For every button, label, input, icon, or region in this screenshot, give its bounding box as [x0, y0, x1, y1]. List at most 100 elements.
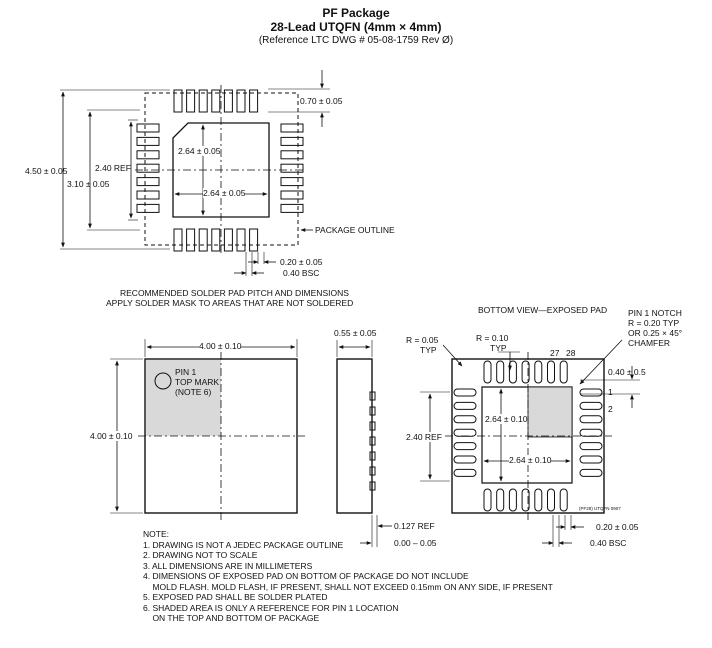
bv-r-pad-2: TYP	[490, 343, 507, 353]
tv-dim-width: 4.00 ± 0.10	[199, 341, 242, 351]
bv-pin-27: 27	[550, 348, 560, 358]
bv-notch-1: PIN 1 NOTCH	[628, 308, 682, 318]
bv-dim-pitch: 0.40 BSC	[590, 538, 627, 548]
solder-pad	[280, 150, 304, 160]
bottom-pad	[483, 360, 492, 384]
solder-pad	[280, 203, 304, 213]
note-item: 6. SHADED AREA IS ONLY A REFERENCE FOR P…	[143, 602, 399, 613]
fp-caption-line2: APPLY SOLDER MASK TO AREAS THAT ARE NOT …	[106, 298, 354, 308]
bv-notch-3: OR 0.25 × 45°	[628, 328, 683, 338]
solder-pad	[198, 89, 208, 113]
bottom-pad	[453, 428, 477, 437]
note-item: 2. DRAWING NOT TO SCALE	[143, 550, 258, 560]
page-title: PF Package	[322, 6, 390, 20]
side-terminals	[369, 391, 376, 491]
page-subtitle: 28-Lead UTQFN (4mm × 4mm)	[270, 20, 442, 34]
solder-pad	[236, 228, 246, 252]
pad-row-top	[173, 89, 259, 113]
bottom-pad	[521, 488, 530, 512]
bottom-pad-row-right	[579, 388, 603, 477]
footprint-view	[60, 70, 330, 276]
bottom-pad	[579, 428, 603, 437]
side-view	[336, 340, 392, 547]
bottom-pad	[547, 360, 555, 384]
fp-dim-pad-center-v: 2.64 ± 0.05	[178, 146, 221, 156]
fp-dim-pad-length: 0.70 ± 0.05	[300, 96, 343, 106]
solder-pad	[136, 190, 160, 200]
notes-heading: NOTE:	[143, 529, 169, 539]
solder-pad	[136, 203, 160, 213]
bottom-pad	[483, 488, 492, 512]
solder-pad	[280, 136, 304, 146]
bottom-pad	[547, 488, 555, 512]
solder-pad	[223, 89, 233, 113]
bottom-pad	[453, 442, 477, 451]
bottom-pad	[579, 415, 603, 424]
solder-pad	[280, 163, 304, 173]
bottom-pad	[453, 455, 477, 464]
tv-pin1-label-3: (NOTE 6)	[175, 387, 212, 397]
tv-pin1-label-1: PIN 1	[175, 367, 197, 377]
bv-notch-2: R = 0.20 TYP	[628, 318, 680, 328]
fp-dim-ref: 2.40 REF	[95, 163, 131, 173]
tv-dim-height: 4.00 ± 0.10	[90, 431, 133, 441]
pad-row-bottom	[173, 228, 259, 252]
bottom-pad	[579, 388, 603, 397]
bv-pin-1: 1	[608, 387, 613, 397]
solder-pad	[211, 89, 221, 113]
bottom-pad	[579, 401, 603, 410]
fp-dim-pad-width: 0.20 ± 0.05	[280, 257, 323, 267]
bottom-pad	[534, 488, 543, 512]
side-view-body	[336, 358, 373, 514]
solder-pad	[136, 177, 160, 187]
side-terminal	[369, 406, 376, 416]
bv-r-pad-1: R = 0.10	[476, 333, 509, 343]
bottom-pad	[579, 442, 603, 451]
bottom-pad	[579, 468, 603, 477]
notes-block: NOTE: 1. DRAWING IS NOT A JEDEC PACKAGE …	[143, 529, 553, 624]
solder-pad	[249, 228, 259, 252]
solder-pad	[186, 228, 196, 252]
bv-pin-28: 28	[566, 348, 576, 358]
pad-row-right	[280, 123, 304, 213]
bv-title: BOTTOM VIEW—EXPOSED PAD	[478, 305, 608, 315]
bottom-shaded-area	[527, 386, 573, 438]
bottom-pad	[453, 388, 477, 397]
solder-pad	[249, 89, 259, 113]
solder-pad	[136, 136, 160, 146]
solder-pad	[280, 190, 304, 200]
solder-pad	[136, 163, 160, 173]
bottom-pad	[496, 360, 505, 384]
note-item: MOLD FLASH. MOLD FLASH, IF PRESENT, SHAL…	[143, 581, 553, 592]
bottom-pad	[508, 360, 517, 384]
bottom-pad	[534, 360, 543, 384]
solder-pad	[198, 228, 208, 252]
side-terminal	[369, 391, 376, 401]
bv-dim-pad-width: 0.20 ± 0.05	[596, 522, 639, 532]
bottom-pad	[496, 488, 505, 512]
bottom-pad	[521, 360, 530, 384]
solder-pad	[136, 123, 160, 133]
fp-dim-pad-center-h: 2.64 ± 0.05	[203, 188, 246, 198]
bottom-pad	[559, 360, 568, 384]
sv-dim-standoff: 0.00 – 0.05	[394, 538, 437, 548]
solder-pad	[186, 89, 196, 113]
bottom-pad-row-bottom	[483, 488, 568, 512]
note-item: 1. DRAWING IS NOT A JEDEC PACKAGE OUTLIN…	[143, 539, 344, 550]
bv-drawing-code: (PF28) UTQFN 0907	[579, 506, 621, 511]
side-terminal	[369, 421, 376, 431]
solder-pad	[136, 150, 160, 160]
bottom-pad	[453, 468, 477, 477]
bottom-pad	[508, 488, 517, 512]
note-item: 3. ALL DIMENSIONS ARE IN MILLIMETERS	[143, 560, 313, 571]
bv-dim-pad-length: 0.40 ± 0.5	[608, 367, 646, 377]
solder-pad	[280, 123, 304, 133]
note-item: ON THE TOP AND BOTTOM OF PACKAGE	[143, 613, 320, 623]
note-item: 5. EXPOSED PAD SHALL BE SOLDER PLATED	[143, 592, 328, 602]
side-terminal	[369, 466, 376, 476]
bv-dim-ref: 2.40 REF	[406, 432, 442, 442]
bv-dim-pad-v: 2.64 ± 0.10	[485, 414, 528, 424]
sv-dim-thickness: 0.55 ± 0.05	[334, 328, 377, 338]
exposed-pad-land	[172, 122, 270, 218]
